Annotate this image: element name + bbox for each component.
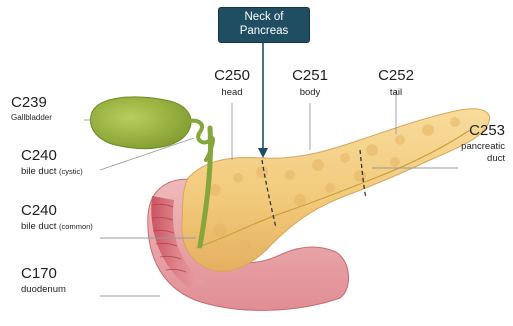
- label-c252-name: tail: [373, 88, 419, 99]
- callout-line-2: Pancreas: [240, 25, 289, 39]
- callout-line-1: Neck of: [245, 11, 284, 25]
- label-c251-code: C251: [287, 68, 333, 83]
- label-c251-name: body: [287, 88, 333, 99]
- label-c170-name: duodenum: [21, 285, 66, 296]
- gallbladder-shape: [90, 97, 191, 149]
- label-c240-cystic-name-text: bile duct: [21, 166, 56, 177]
- label-c253-name-2: duct: [440, 154, 505, 165]
- label-c253-code: C253: [455, 123, 505, 138]
- label-c240-cystic-qualifier: (cystic): [59, 167, 83, 176]
- neck-callout-arrow: [258, 43, 268, 158]
- label-c252-code: C252: [373, 68, 419, 83]
- label-c240-common-qualifier: (common): [59, 222, 93, 231]
- neck-of-pancreas-callout: Neck of Pancreas: [218, 7, 310, 43]
- label-c240-common-name-text: bile duct: [21, 221, 56, 232]
- label-c240-common-name: bile duct (common): [21, 222, 93, 233]
- label-c250-name: head: [210, 88, 254, 99]
- label-c253-name-1: pancreatic: [440, 142, 505, 153]
- label-c250-code: C250: [210, 68, 254, 83]
- label-c239-name: Gallbladder: [11, 113, 52, 122]
- label-c240-cystic-name: bile duct (cystic): [21, 167, 83, 178]
- label-c240-cystic-code: C240: [21, 148, 57, 163]
- label-c170-code: C170: [21, 266, 57, 281]
- label-c239-code: C239: [11, 95, 47, 110]
- label-c240-common-code: C240: [21, 203, 57, 218]
- pancreas-shape: [182, 109, 490, 272]
